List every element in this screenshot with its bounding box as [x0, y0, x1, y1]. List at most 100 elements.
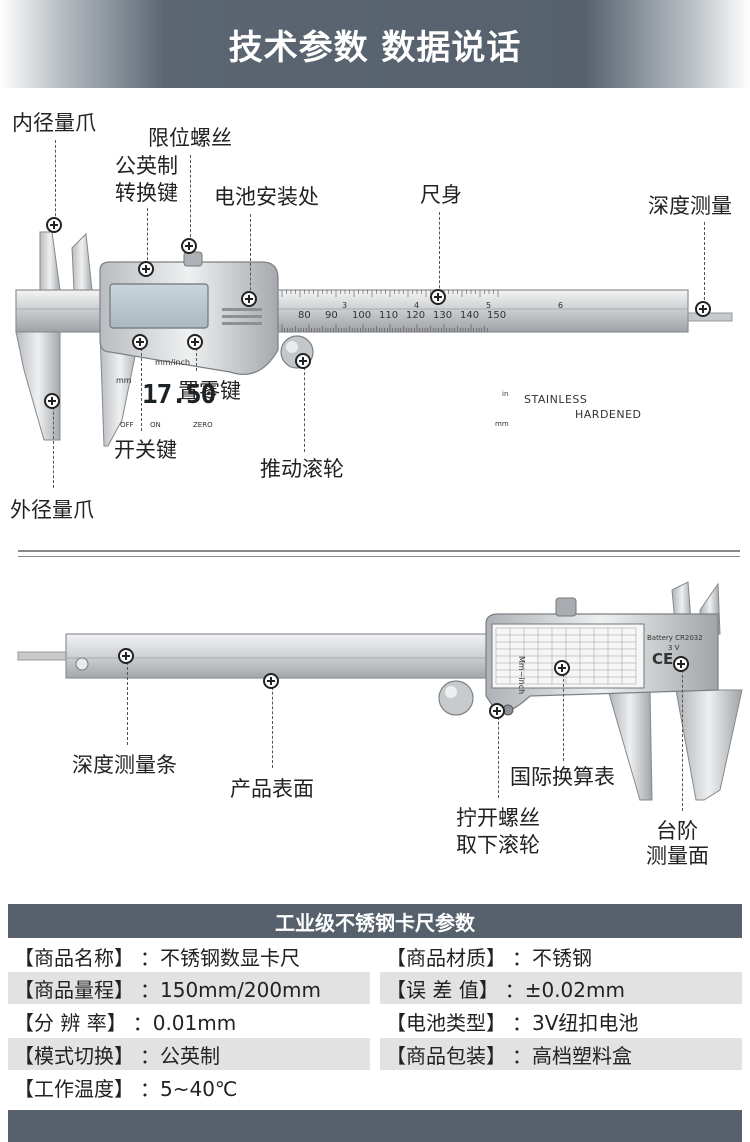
inch-number: 6 [558, 301, 564, 310]
param-value: ：±0.02mm [504, 977, 625, 1002]
param-key: 【商品包装】 [386, 1043, 506, 1068]
callout-line-limit-screw [190, 155, 191, 247]
scale-number: 120 [406, 310, 426, 321]
param-key: 【误 差 值】 [386, 977, 499, 1002]
scale-number: 90 [325, 310, 338, 321]
param-key: 【分 辨 率】 [14, 1010, 127, 1035]
end-screw [75, 657, 89, 671]
callout-line-inner-jaw [55, 140, 56, 226]
param-value: ：3V纽扣电池 [512, 1010, 639, 1035]
label-thumb-wheel: 推动滚轮 [260, 457, 344, 481]
inner-jaw-sliding [71, 232, 93, 291]
marker-unit-switch [138, 261, 154, 277]
stamp-hardened: HARDENED [575, 408, 642, 421]
param-row-right: 【误 差 值】：±0.02mm [380, 972, 742, 1004]
stamp-stainless: STAINLESS [524, 393, 588, 406]
callout-line-step [682, 665, 683, 811]
callout-line-depth [704, 222, 705, 310]
scale-number: 100 [352, 310, 372, 321]
off-button-text: OFF [120, 421, 134, 429]
param-row-right: 【商品材质】：不锈钢 [380, 940, 742, 972]
scale-number: 80 [298, 310, 311, 321]
header-banner: 技术参数 数据说话 [0, 0, 750, 88]
inch-unit-text: in [502, 390, 509, 398]
label-power-key: 开关键 [114, 438, 177, 462]
zero-button-text: ZERO [193, 421, 213, 429]
label-wheel-2: 取下滚轮 [456, 833, 540, 857]
marker-depth [695, 301, 711, 317]
lcd-reading: 17.50 [142, 380, 216, 410]
scale-number: 110 [379, 310, 399, 321]
marker-outer-jaw [44, 393, 60, 409]
param-value: ：公英制 [140, 1043, 220, 1068]
page-title: 技术参数 数据说话 [228, 27, 522, 68]
limit-screw-knob [183, 251, 203, 267]
inch-number: 5 [486, 301, 492, 310]
param-row-left: 【模式切换】：公英制 [8, 1038, 370, 1070]
label-step-1: 台阶 [656, 819, 698, 843]
ce-mark: CE [652, 650, 674, 668]
callout-line-depth-bar [127, 657, 128, 745]
lcd-unit: mm [116, 376, 132, 385]
marker-step [673, 656, 689, 672]
marker-power-key [132, 334, 148, 350]
callout-line-ruler-body [439, 212, 440, 298]
label-conversion-table: 国际换算表 [510, 765, 615, 789]
param-value: ：150mm/200mm [140, 977, 322, 1002]
params-title-bar: 工业级不锈钢卡尺参数 [8, 904, 742, 938]
param-key: 【商品材质】 [386, 945, 506, 970]
param-key: 【商品量程】 [14, 977, 134, 1002]
caliper-back-illustration [17, 581, 743, 801]
param-key: 【商品名称】 [14, 945, 134, 970]
callout-line-unit-switch [147, 208, 148, 270]
rear-wheel [438, 680, 474, 716]
caliper-front-illustration [15, 231, 733, 447]
outer-jaw-fixed [15, 331, 61, 441]
callout-line-thumb-wheel [304, 362, 305, 452]
callout-line-conversion-table [563, 669, 564, 761]
scale-number: 140 [460, 310, 480, 321]
section-divider [18, 550, 740, 552]
param-key: 【工作温度】 [14, 1076, 134, 1101]
callout-line-outer-jaw [53, 402, 54, 488]
label-wheel-1: 拧开螺丝 [456, 806, 540, 830]
inch-number: 3 [342, 301, 348, 310]
callout-line-power-key [141, 343, 142, 431]
param-row-right: 【电池类型】：3V纽扣电池 [380, 1005, 742, 1037]
marker-wheel [489, 703, 505, 719]
label-ruler-body: 尺身 [420, 183, 462, 207]
label-step-2: 测量面 [646, 844, 709, 868]
scale-number: 130 [433, 310, 453, 321]
label-unit-switch-2: 转换键 [115, 181, 178, 205]
param-value: ：不锈钢 [512, 945, 592, 970]
marker-inner-jaw [46, 217, 62, 233]
battery-grille [222, 308, 262, 325]
section-divider-thin [18, 556, 740, 557]
label-limit-screw: 限位螺丝 [148, 126, 232, 150]
label-depth: 深度测量 [648, 194, 732, 218]
footer-bar [8, 1110, 742, 1142]
marker-limit-screw [181, 238, 197, 254]
lcd-display [109, 283, 209, 329]
marker-depth-bar [118, 648, 134, 664]
label-outer-jaw: 外径量爪 [10, 498, 94, 522]
param-row-right: 【商品包装】：高档塑料盒 [380, 1038, 742, 1070]
conversion-table-title: Mm~inch [517, 656, 526, 695]
param-value: ：高档塑料盒 [512, 1043, 632, 1068]
label-battery: 电池安装处 [214, 185, 319, 209]
label-surface: 产品表面 [230, 777, 314, 801]
lower-jaw-2 [675, 689, 743, 801]
marker-thumb-wheel [295, 353, 311, 369]
beam-back [65, 633, 507, 679]
marker-zero-key [187, 334, 203, 350]
param-value: ：5~40℃ [140, 1076, 238, 1101]
callout-line-surface [272, 682, 273, 768]
depth-bar [17, 651, 69, 661]
params-title: 工业级不锈钢卡尺参数 [275, 910, 475, 935]
battery-volt-text: 3 V [668, 644, 680, 652]
param-row-left: 【工作温度】：5~40℃ [8, 1071, 370, 1103]
param-row-left: 【商品量程】：150mm/200mm [8, 972, 370, 1004]
param-value: ：不锈钢数显卡尺 [140, 945, 300, 970]
param-row-left: 【商品名称】：不锈钢数显卡尺 [8, 940, 370, 972]
on-button-text: ON [150, 421, 161, 429]
